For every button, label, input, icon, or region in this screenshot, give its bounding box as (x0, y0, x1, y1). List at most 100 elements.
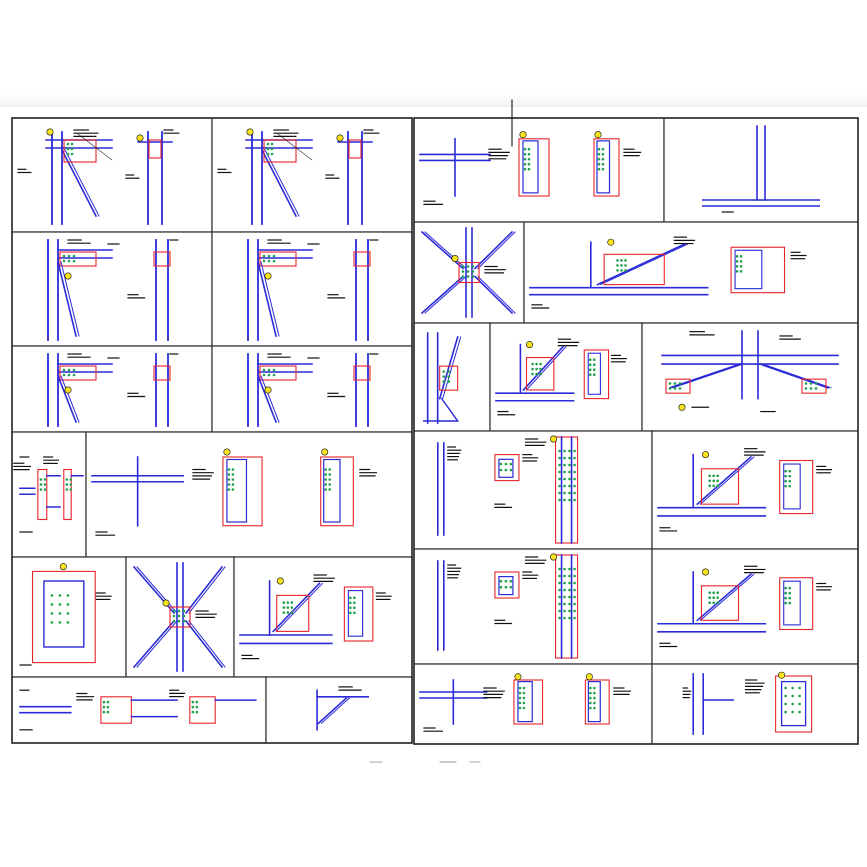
bolt (784, 596, 788, 600)
bolt (527, 152, 531, 156)
connection-plate (353, 251, 371, 267)
bolt (712, 479, 715, 483)
detail-tag-marker (64, 386, 72, 394)
right-detail-sheet (413, 117, 859, 745)
bolt (563, 595, 566, 599)
brace-member (696, 455, 753, 506)
brace-member (60, 261, 80, 337)
bolt (353, 596, 356, 600)
bolt (328, 488, 332, 491)
bolt (568, 456, 571, 460)
gusset-plate (263, 139, 297, 163)
bolt (597, 152, 601, 156)
bolt (324, 488, 328, 491)
bolt (739, 270, 743, 273)
bolt (518, 691, 522, 695)
bolt (716, 591, 719, 594)
bolt (286, 611, 290, 614)
bolt (69, 483, 73, 486)
detail-tag-marker (514, 673, 522, 681)
bolt (814, 382, 818, 385)
brace-member (264, 149, 300, 217)
connection-plate (801, 378, 827, 394)
bolt (324, 478, 328, 481)
bolt (616, 264, 619, 267)
bolt (522, 701, 526, 705)
gusset-plate (700, 468, 740, 505)
bolt (58, 621, 62, 624)
bolt (518, 686, 522, 690)
bolt (708, 479, 711, 483)
bolt (716, 479, 719, 483)
right-sheet-border (413, 117, 859, 745)
bolt (43, 488, 47, 491)
connection-plate (153, 251, 171, 267)
left-detail-7 (11, 431, 87, 558)
bolt (593, 701, 596, 705)
bolt (558, 602, 561, 606)
bolt (518, 696, 522, 700)
bolt (601, 162, 605, 166)
gusset-plate (63, 139, 97, 163)
brace-member (672, 363, 744, 389)
bolt (182, 614, 186, 618)
bolt (523, 152, 527, 156)
detail-tag-marker (550, 435, 558, 443)
bolt (735, 265, 739, 268)
bolt (535, 367, 538, 371)
bolt (509, 462, 513, 466)
bolt (262, 254, 266, 258)
detail-frame (651, 663, 859, 745)
leader-line (77, 133, 113, 161)
brace-member (699, 573, 755, 622)
gusset-plate (439, 365, 459, 391)
connection-plate (153, 365, 171, 381)
bolt (102, 700, 106, 704)
bolt (272, 373, 276, 377)
bolt (182, 609, 186, 613)
bolt (708, 484, 711, 488)
bolt (588, 358, 592, 362)
bolt (563, 484, 566, 488)
bolt (195, 710, 199, 714)
bolt (791, 710, 794, 714)
bolt (447, 370, 450, 373)
bolt (573, 491, 576, 495)
bolt (788, 469, 792, 473)
left-detail-11 (233, 556, 413, 678)
bolt (172, 614, 176, 618)
left-detail-9 (11, 556, 127, 678)
bolt (573, 477, 576, 481)
detail-tag-marker (136, 134, 144, 142)
bolt (563, 616, 566, 620)
bolt (266, 142, 270, 146)
brace-member (317, 696, 348, 725)
bolt (66, 142, 70, 146)
bolt (798, 686, 801, 690)
bolt (50, 612, 54, 615)
splice-plate (779, 577, 814, 631)
bolt (270, 142, 274, 146)
brace-member (132, 619, 176, 669)
bolt (191, 700, 195, 704)
bolt (58, 612, 62, 615)
bolt (272, 259, 276, 263)
bolt (509, 585, 513, 589)
bolt (62, 254, 66, 258)
bolt (588, 368, 592, 372)
brace-member (188, 566, 226, 614)
detail-tag-marker (321, 448, 329, 456)
bolt (592, 363, 596, 367)
bolt (535, 372, 538, 376)
bolt (191, 705, 195, 709)
left-detail-sheet (11, 117, 413, 744)
splice-plate (583, 349, 610, 400)
bolt (466, 265, 470, 268)
bolt (814, 387, 818, 390)
bolt (191, 710, 195, 714)
haunch-plate (259, 251, 297, 267)
brace-member (596, 243, 686, 286)
brace-member (256, 374, 278, 424)
bolt (50, 594, 54, 597)
detail-tag-marker (223, 448, 231, 456)
